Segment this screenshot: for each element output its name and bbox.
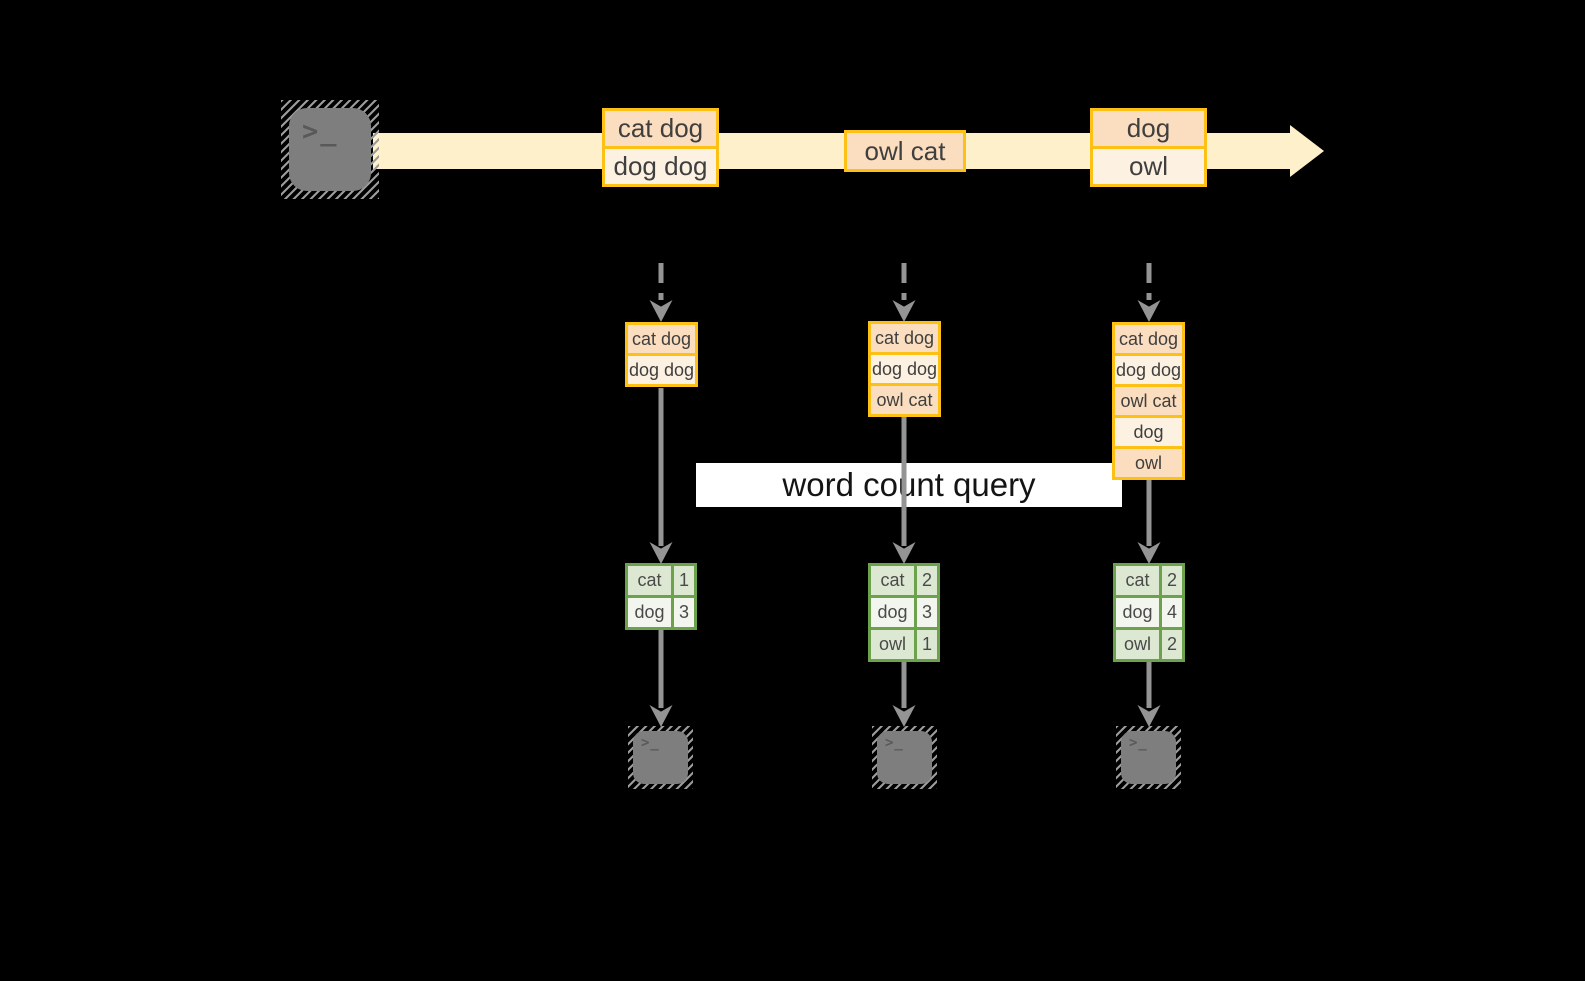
stream-event-row: cat dog: [605, 111, 716, 146]
table-row: owl 2: [1116, 630, 1182, 659]
stream-event-row: owl: [1093, 149, 1204, 184]
batch-row: owl cat: [1115, 387, 1182, 415]
batch-row: cat dog: [871, 324, 938, 352]
stream-event-box-3: dog owl: [1090, 108, 1207, 187]
table-row: cat 2: [871, 566, 937, 595]
sink-terminal-icon-2: >_: [872, 726, 937, 789]
stream-event-row: dog dog: [605, 149, 716, 184]
connector-line: [658, 388, 664, 546]
batch-row: dog dog: [628, 356, 695, 384]
batch-row: dog dog: [871, 355, 938, 383]
batch-row: dog dog: [1115, 356, 1182, 384]
terminal-screen: >_: [289, 108, 371, 191]
arrowhead-icon: [892, 705, 916, 727]
stream-event-box-1: cat dog dog dog: [602, 108, 719, 187]
batch-row: cat dog: [1115, 325, 1182, 353]
count-cell: 2: [917, 566, 937, 595]
sink-terminal-icon-1: >_: [628, 726, 693, 789]
word-cell: dog: [871, 598, 914, 627]
count-cell: 3: [917, 598, 937, 627]
word-cell: dog: [628, 598, 671, 627]
terminal-screen: >_: [633, 731, 688, 784]
connector-line: [901, 417, 907, 546]
table-row: cat 2: [1116, 566, 1182, 595]
batch-row: cat dog: [628, 325, 695, 353]
arrowhead-icon: [892, 300, 916, 322]
terminal-prompt-glyph: >_: [641, 735, 660, 751]
word-cell: owl: [1116, 630, 1159, 659]
batch-box-2: cat dog dog dog owl cat: [868, 321, 941, 417]
table-row: dog 4: [1116, 598, 1182, 627]
batch-row: dog: [1115, 418, 1182, 446]
word-cell: cat: [628, 566, 671, 595]
sink-terminal-icon-3: >_: [1116, 726, 1181, 789]
batch-box-1: cat dog dog dog: [625, 322, 698, 387]
query-label: word count query: [782, 466, 1036, 503]
connector-line: [901, 662, 907, 708]
query-label-band: word count query: [696, 463, 1122, 507]
terminal-screen: >_: [877, 731, 932, 784]
table-row: dog 3: [871, 598, 937, 627]
word-cell: dog: [1116, 598, 1159, 627]
dashed-arrow-line: [901, 263, 907, 300]
table-row: dog 3: [628, 598, 694, 627]
word-count-table-1: cat 1 dog 3: [625, 563, 697, 630]
count-cell: 2: [1162, 630, 1182, 659]
table-row: cat 1: [628, 566, 694, 595]
stream-event-box-2: owl cat: [844, 130, 966, 172]
arrowhead-icon: [1137, 300, 1161, 322]
source-terminal-icon: >_: [281, 100, 379, 199]
count-cell: 2: [1162, 566, 1182, 595]
batch-row: owl: [1115, 449, 1182, 477]
count-cell: 1: [674, 566, 694, 595]
arrowhead-icon: [649, 705, 673, 727]
word-cell: owl: [871, 630, 914, 659]
terminal-prompt-glyph: >_: [302, 116, 339, 147]
arrowhead-icon: [1137, 705, 1161, 727]
batch-box-3: cat dog dog dog owl cat dog owl: [1112, 322, 1185, 480]
dashed-arrow-line: [658, 263, 664, 300]
stream-event-row: dog: [1093, 111, 1204, 146]
batch-row: owl cat: [871, 386, 938, 414]
count-cell: 3: [674, 598, 694, 627]
count-cell: 1: [917, 630, 937, 659]
stream-arrowhead-icon: [1290, 125, 1324, 177]
terminal-prompt-glyph: >_: [885, 735, 904, 751]
count-cell: 4: [1162, 598, 1182, 627]
word-cell: cat: [1116, 566, 1159, 595]
terminal-prompt-glyph: >_: [1129, 735, 1148, 751]
terminal-screen: >_: [1121, 731, 1176, 784]
word-count-table-2: cat 2 dog 3 owl 1: [868, 563, 940, 662]
stream-event-row: owl cat: [847, 133, 963, 169]
dashed-arrow-line: [1146, 263, 1152, 300]
connector-line: [1146, 480, 1152, 546]
word-count-table-3: cat 2 dog 4 owl 2: [1113, 563, 1185, 662]
connector-line: [658, 630, 664, 708]
table-row: owl 1: [871, 630, 937, 659]
word-cell: cat: [871, 566, 914, 595]
connector-line: [1146, 662, 1152, 708]
arrowhead-icon: [649, 300, 673, 322]
